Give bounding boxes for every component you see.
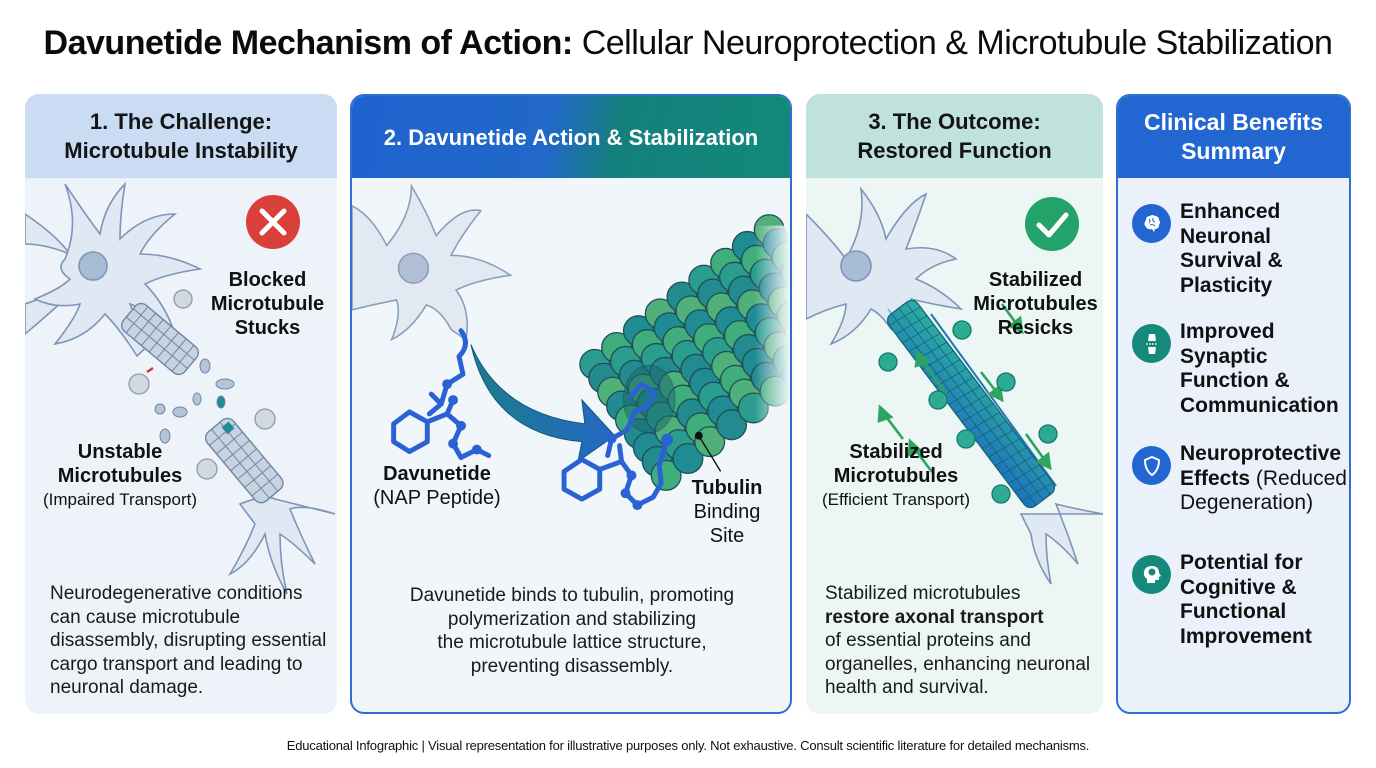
description-line: Davunetide binds to tubulin, promoting: [409, 585, 735, 606]
description-line: polymerization and stabilizing: [447, 608, 697, 630]
neuron-icon: [352, 183, 513, 342]
heading-line: Summary: [1181, 138, 1286, 164]
footer-disclaimer: Educational Infographic | Visual represe…: [286, 738, 1090, 753]
benefit-normal: (Reduced Degeneration): [1180, 466, 1347, 515]
callout-line: Resicks: [997, 317, 1074, 339]
microtubule-fragment-lower: [204, 417, 284, 504]
cargo-vesicles: [128, 289, 276, 480]
panel-2-description: Davunetide binds to tubulin, promoting p…: [372, 584, 772, 678]
callout-line: Microtubule: [210, 293, 325, 315]
x-circle-icon: [246, 195, 300, 249]
panel-1-heading: 1. The Challenge: Microtubule Instability: [25, 94, 337, 178]
label-line: Davunetide: [383, 463, 491, 485]
transport-arrows: [877, 303, 1052, 473]
benefit-item: Improved Synaptic Function & Communicati…: [1132, 320, 1347, 418]
page-title: Davunetide Mechanism of Action: Cellular…: [0, 24, 1376, 63]
description-line: Stabilized microtubules: [825, 583, 1021, 604]
heading-line: 3. The Outcome:: [868, 109, 1041, 134]
binding-arrow-icon: [470, 344, 616, 463]
label-sub: Site: [709, 525, 745, 547]
stabilized-callout: Stabilized Microtubules Resicks: [968, 268, 1103, 340]
benefit-text: Enhanced Neuronal Survival & Plasticity: [1180, 200, 1283, 297]
check-circle-icon: [1025, 197, 1079, 251]
shield-icon: [1132, 446, 1171, 485]
description-line: of essential proteins and organelles, en…: [825, 630, 1091, 698]
tubulin-debris: [154, 358, 235, 444]
head-brain-icon: [1132, 555, 1171, 594]
heading-line: 1. The Challenge:: [89, 109, 273, 134]
label-sub: Binding: [693, 501, 761, 523]
callout-line: Microtubules: [973, 293, 1098, 315]
lattice-line: [898, 307, 1044, 501]
neuron-stable-illustration: [806, 186, 1103, 585]
benefit-text: Neuroprotective Effects (Reduced Degener…: [1180, 442, 1347, 516]
label-line: Microtubules: [833, 465, 959, 487]
label-line: Unstable: [77, 441, 163, 463]
label-sub: (NAP Peptide): [373, 487, 501, 509]
tubulin-binding-site-label: Tubulin Binding Site: [682, 476, 772, 548]
callout-line: Blocked: [228, 269, 307, 291]
synapse-icon: [1132, 324, 1171, 363]
microtubule-fragment-upper: [121, 302, 199, 376]
transport-rail: [930, 313, 1057, 487]
stabilized-label: Stabilized Microtubules (Efficient Trans…: [816, 440, 976, 512]
nap-peptide-icon: [391, 328, 492, 460]
label-line: Microtubules: [57, 465, 183, 487]
lattice-line: [891, 313, 1037, 506]
lattice-line: [905, 302, 1051, 495]
panel-1-description: Neurodegenerative conditions can cause m…: [50, 583, 327, 698]
panel-outcome: 3. The Outcome: Restored Function Stabili…: [806, 94, 1103, 714]
blocked-callout: Blocked Microtubule Stucks: [200, 268, 335, 340]
benefit-text: Potential for Cognitive & Functional Imp…: [1180, 551, 1312, 648]
neuron-unstable-illustration: [25, 181, 336, 595]
heading-line: Clinical Benefits: [1144, 109, 1323, 135]
callout-line: Stabilized: [988, 269, 1083, 291]
panel-action: 2. Davunetide Action & Stabilization Dav…: [350, 94, 792, 714]
label-sub: (Efficient Transport): [821, 490, 971, 509]
binding-illustration: [352, 183, 790, 523]
heading-line: Restored Function: [857, 138, 1052, 163]
peptide-label: Davunetide (NAP Peptide): [372, 462, 502, 510]
panel-2-heading: 2. Davunetide Action & Stabilization: [352, 96, 790, 178]
panel-3-description: Stabilized microtubules restore axonal t…: [825, 582, 1103, 700]
benefit-item: Neuroprotective Effects (Reduced Degener…: [1132, 442, 1347, 516]
neuron-icon: [25, 181, 336, 595]
brain-icon: [1132, 204, 1171, 243]
cargo-vesicles: [878, 320, 1058, 504]
panel-challenge: 1. The Challenge: Microtubule Instability…: [25, 94, 337, 714]
callout-line: Stucks: [234, 317, 301, 339]
block-mark: [146, 367, 154, 373]
peptide-nodes: [442, 379, 482, 455]
binding-site-pointer: [694, 431, 722, 472]
description-bold: restore axonal transport: [825, 606, 1044, 628]
benefit-bold: Neuroprotective Effects: [1180, 442, 1342, 490]
unstable-label: Unstable Microtubules (Impaired Transpor…: [30, 440, 210, 512]
title-regular: Cellular Neuroprotection & Microtubule S…: [581, 24, 1333, 62]
stable-microtubule: [886, 299, 1056, 509]
benefit-item: Enhanced Neuronal Survival & Plasticity: [1132, 200, 1347, 298]
title-bold: Davunetide Mechanism of Action:: [43, 24, 574, 62]
benefit-text: Improved Synaptic Function & Communicati…: [1180, 320, 1339, 417]
neuron-icon: [806, 186, 1103, 585]
heading-line: Microtubule Instability: [64, 138, 298, 163]
description-line: the microtubule lattice structure,: [437, 632, 707, 653]
label-sub: (Impaired Transport): [43, 490, 197, 509]
label-line: Tubulin: [691, 477, 763, 499]
label-line: Stabilized: [849, 441, 943, 463]
panel-3-heading: 3. The Outcome: Restored Function: [806, 94, 1103, 178]
description-line: preventing disassembly.: [470, 655, 674, 677]
benefit-item: Potential for Cognitive & Functional Imp…: [1132, 551, 1347, 649]
